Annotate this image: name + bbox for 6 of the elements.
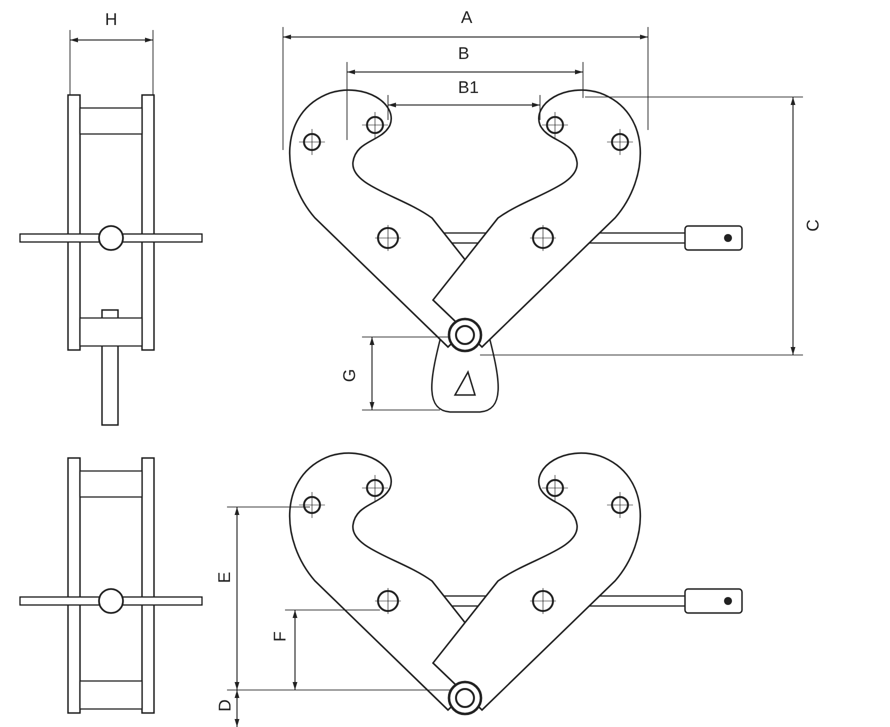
- dimension-label: A: [460, 9, 474, 26]
- dimension-label: B1: [457, 79, 480, 96]
- dimension-label: G: [341, 368, 358, 384]
- dimension-label: C: [804, 218, 822, 233]
- dimension-label: B: [457, 45, 470, 62]
- dimension-label: H: [104, 11, 118, 28]
